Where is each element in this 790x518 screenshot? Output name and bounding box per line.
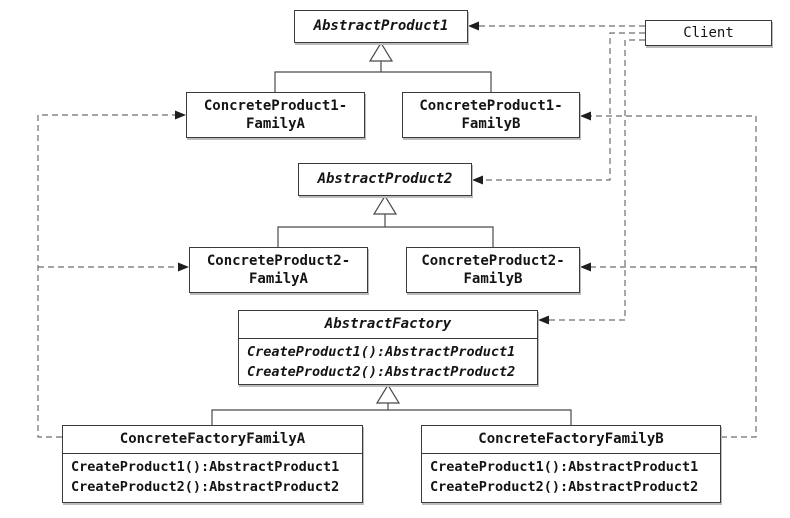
class-name-line2: FamilyB <box>463 271 523 287</box>
class-name-concrete-product1-family-a: ConcreteProduct1- FamilyA <box>187 93 364 137</box>
method-create-product2: CreateProduct2():AbstractProduct2 <box>430 479 699 495</box>
class-box-concrete-product2-family-b: ConcreteProduct2- FamilyB <box>406 247 580 293</box>
class-name-concrete-product2-family-a: ConcreteProduct2- FamilyA <box>190 248 367 292</box>
arrowhead-to-abstract-product2 <box>472 175 483 185</box>
generalization-triangle-abstract-factory <box>375 383 401 404</box>
dependency-client-to-abstract-factory <box>548 39 645 321</box>
class-name-concrete-factory-family-b: ConcreteFactoryFamilyB <box>422 426 720 454</box>
arrowhead-to-product1-family-b <box>580 111 591 121</box>
class-name-client: Client <box>683 24 734 41</box>
dependency-factory-b-to-product1-family-b <box>590 115 757 438</box>
arrowhead-to-product2-family-a <box>178 262 189 272</box>
generalization-triangles <box>368 41 401 404</box>
class-name-concrete-factory-family-a: ConcreteFactoryFamilyA <box>63 426 362 454</box>
inheritance-tree-abstract-product1 <box>274 61 492 92</box>
method-create-product1: CreateProduct1():AbstractProduct1 <box>430 459 699 475</box>
generalization-triangle-abstract-product2 <box>372 194 398 215</box>
methods-compartment: CreateProduct1():AbstractProduct1 Create… <box>239 339 537 384</box>
class-box-abstract-factory: AbstractFactory CreateProduct1():Abstrac… <box>238 310 538 385</box>
dependency-client-to-abstract-product2 <box>482 32 645 181</box>
inheritance-tree-abstract-factory <box>211 403 572 425</box>
method-create-product1: CreateProduct1():AbstractProduct1 <box>71 459 340 475</box>
class-box-abstract-product1: AbstractProduct1 <box>294 10 468 43</box>
arrowhead-to-abstract-product1 <box>468 21 479 31</box>
class-box-concrete-product1-family-a: ConcreteProduct1- FamilyA <box>186 92 365 138</box>
class-name-line2: FamilyA <box>245 116 305 132</box>
inheritance-tree-abstract-product2 <box>277 214 494 247</box>
methods-compartment: CreateProduct1():AbstractProduct1 Create… <box>422 454 720 502</box>
class-box-client: Client <box>645 20 772 46</box>
arrowhead-to-product1-family-a <box>175 110 186 120</box>
inheritance-lines <box>211 61 572 425</box>
class-name-concrete-product2-family-b: ConcreteProduct2- FamilyB <box>407 248 579 292</box>
class-name-line2: FamilyA <box>248 271 308 287</box>
methods-compartment: CreateProduct1():AbstractProduct1 Create… <box>63 454 362 502</box>
class-name-concrete-product1-family-b: ConcreteProduct1- FamilyB <box>403 93 579 137</box>
class-name-line1: ConcreteProduct1- <box>203 97 348 114</box>
method-create-product2: CreateProduct2():AbstractProduct2 <box>247 364 516 380</box>
class-name-line1: ConcreteProduct2- <box>206 252 351 269</box>
class-box-abstract-product2: AbstractProduct2 <box>298 163 472 196</box>
dependency-lines <box>37 25 757 438</box>
class-box-concrete-product2-family-a: ConcreteProduct2- FamilyA <box>189 247 368 293</box>
class-name-abstract-product2: AbstractProduct2 <box>317 171 453 188</box>
class-box-concrete-factory-family-b: ConcreteFactoryFamilyB CreateProduct1():… <box>421 425 721 503</box>
arrowhead-to-product2-family-b <box>580 262 591 272</box>
class-name-abstract-product1: AbstractProduct1 <box>313 18 449 35</box>
arrowhead-to-abstract-factory <box>538 315 549 325</box>
dependency-arrowheads <box>175 21 591 325</box>
class-name-line2: FamilyB <box>461 116 521 132</box>
method-create-product2: CreateProduct2():AbstractProduct2 <box>71 479 340 495</box>
class-name-abstract-factory: AbstractFactory <box>239 311 537 339</box>
class-box-concrete-factory-family-a: ConcreteFactoryFamilyA CreateProduct1():… <box>62 425 363 503</box>
generalization-triangle-abstract-product1 <box>368 41 394 62</box>
method-create-product1: CreateProduct1():AbstractProduct1 <box>247 344 516 360</box>
class-name-line1: ConcreteProduct1- <box>419 97 563 114</box>
class-box-concrete-product1-family-b: ConcreteProduct1- FamilyB <box>402 92 580 138</box>
class-name-line1: ConcreteProduct2- <box>421 252 565 269</box>
dependency-factory-a-to-product1-family-a <box>37 114 176 438</box>
